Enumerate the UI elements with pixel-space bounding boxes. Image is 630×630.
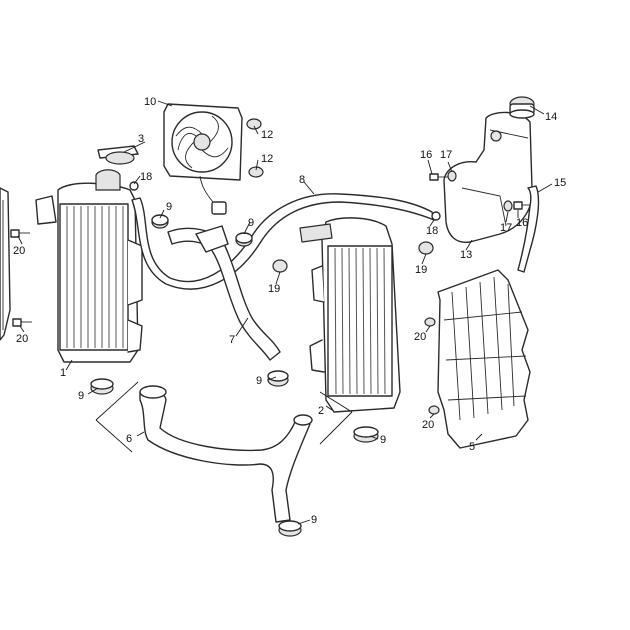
callout-18-right: 18 bbox=[426, 225, 438, 237]
callout-18-left: 18 bbox=[140, 171, 152, 183]
callout-13: 13 bbox=[460, 249, 472, 261]
fan-blades bbox=[175, 115, 229, 169]
callout-14: 14 bbox=[545, 111, 557, 123]
radiator-left-fins bbox=[66, 206, 124, 348]
callout-9-bottom: 9 bbox=[311, 514, 317, 526]
clamp-9-hose7-left bbox=[151, 214, 169, 229]
callout-9-rad1: 9 bbox=[78, 390, 84, 402]
callout-10: 10 bbox=[144, 96, 156, 108]
radiator-right-fins bbox=[334, 247, 386, 395]
hose-6-bracket bbox=[95, 381, 353, 453]
callout-9-middle: 9 bbox=[256, 375, 262, 387]
callout-17-right: 17 bbox=[500, 222, 512, 234]
bolt-20-right-upper bbox=[424, 317, 436, 327]
clip-19-right bbox=[418, 241, 434, 255]
clamp-9-hose7-right bbox=[235, 232, 253, 247]
callout-8: 8 bbox=[299, 174, 305, 186]
callout-20-right-lower: 20 bbox=[422, 419, 434, 431]
radiator-right bbox=[299, 217, 401, 413]
callout-5: 5 bbox=[469, 441, 475, 453]
radiator-cap-3 bbox=[97, 145, 139, 165]
radiator-guard-right bbox=[437, 269, 531, 449]
callout-3: 3 bbox=[138, 133, 144, 145]
guard-louvers bbox=[443, 276, 527, 421]
bolt-20-left-lower bbox=[12, 318, 32, 327]
callout-7: 7 bbox=[229, 334, 235, 346]
clip-18-left bbox=[129, 181, 139, 191]
callout-1: 1 bbox=[60, 367, 66, 379]
washer-17-right bbox=[503, 200, 513, 212]
callout-16-left: 16 bbox=[420, 149, 432, 161]
callout-9-rad2: 9 bbox=[380, 434, 386, 446]
callout-19-right: 19 bbox=[415, 264, 427, 276]
callout-16-right: 16 bbox=[516, 217, 528, 229]
callout-labels: 10 3 18 12 12 9 9 8 19 7 1 9 9 2 9 6 9 2… bbox=[13, 96, 566, 526]
screw-16-right bbox=[513, 201, 530, 210]
callout-15: 15 bbox=[554, 177, 566, 189]
clamp-9-rad1 bbox=[90, 378, 114, 395]
callout-20-right-upper: 20 bbox=[414, 331, 426, 343]
callout-9-hose7-left: 9 bbox=[166, 201, 172, 213]
leader-lines bbox=[17, 100, 553, 525]
hose-6 bbox=[139, 385, 313, 523]
bolt-20-right-lower bbox=[428, 405, 440, 415]
washer-17-left bbox=[447, 170, 457, 182]
callout-9-hose7-right: 9 bbox=[248, 217, 254, 229]
callout-20-left-upper: 20 bbox=[13, 245, 25, 257]
callout-20-left-lower: 20 bbox=[16, 333, 28, 345]
callout-19-middle: 19 bbox=[268, 283, 280, 295]
nut-12-upper bbox=[246, 118, 262, 130]
left-guard-partial bbox=[0, 187, 11, 341]
callout-2: 2 bbox=[318, 405, 324, 417]
callout-6: 6 bbox=[126, 433, 132, 445]
bolt-20-left-upper bbox=[10, 229, 30, 238]
clamp-9-bottom bbox=[278, 520, 302, 537]
cooling-fan bbox=[163, 103, 243, 215]
hose-7 bbox=[167, 225, 281, 361]
clip-19-middle bbox=[272, 259, 288, 273]
clamp-9-rad2 bbox=[353, 426, 379, 443]
callout-17-left: 17 bbox=[440, 149, 452, 161]
clip-18-right bbox=[431, 211, 441, 221]
radiator-left bbox=[35, 169, 143, 363]
nut-12-lower bbox=[248, 166, 264, 178]
hose-15 bbox=[517, 185, 540, 273]
callout-12-lower: 12 bbox=[261, 153, 273, 165]
callout-12-upper: 12 bbox=[261, 129, 273, 141]
tank-cap-14 bbox=[509, 96, 535, 119]
